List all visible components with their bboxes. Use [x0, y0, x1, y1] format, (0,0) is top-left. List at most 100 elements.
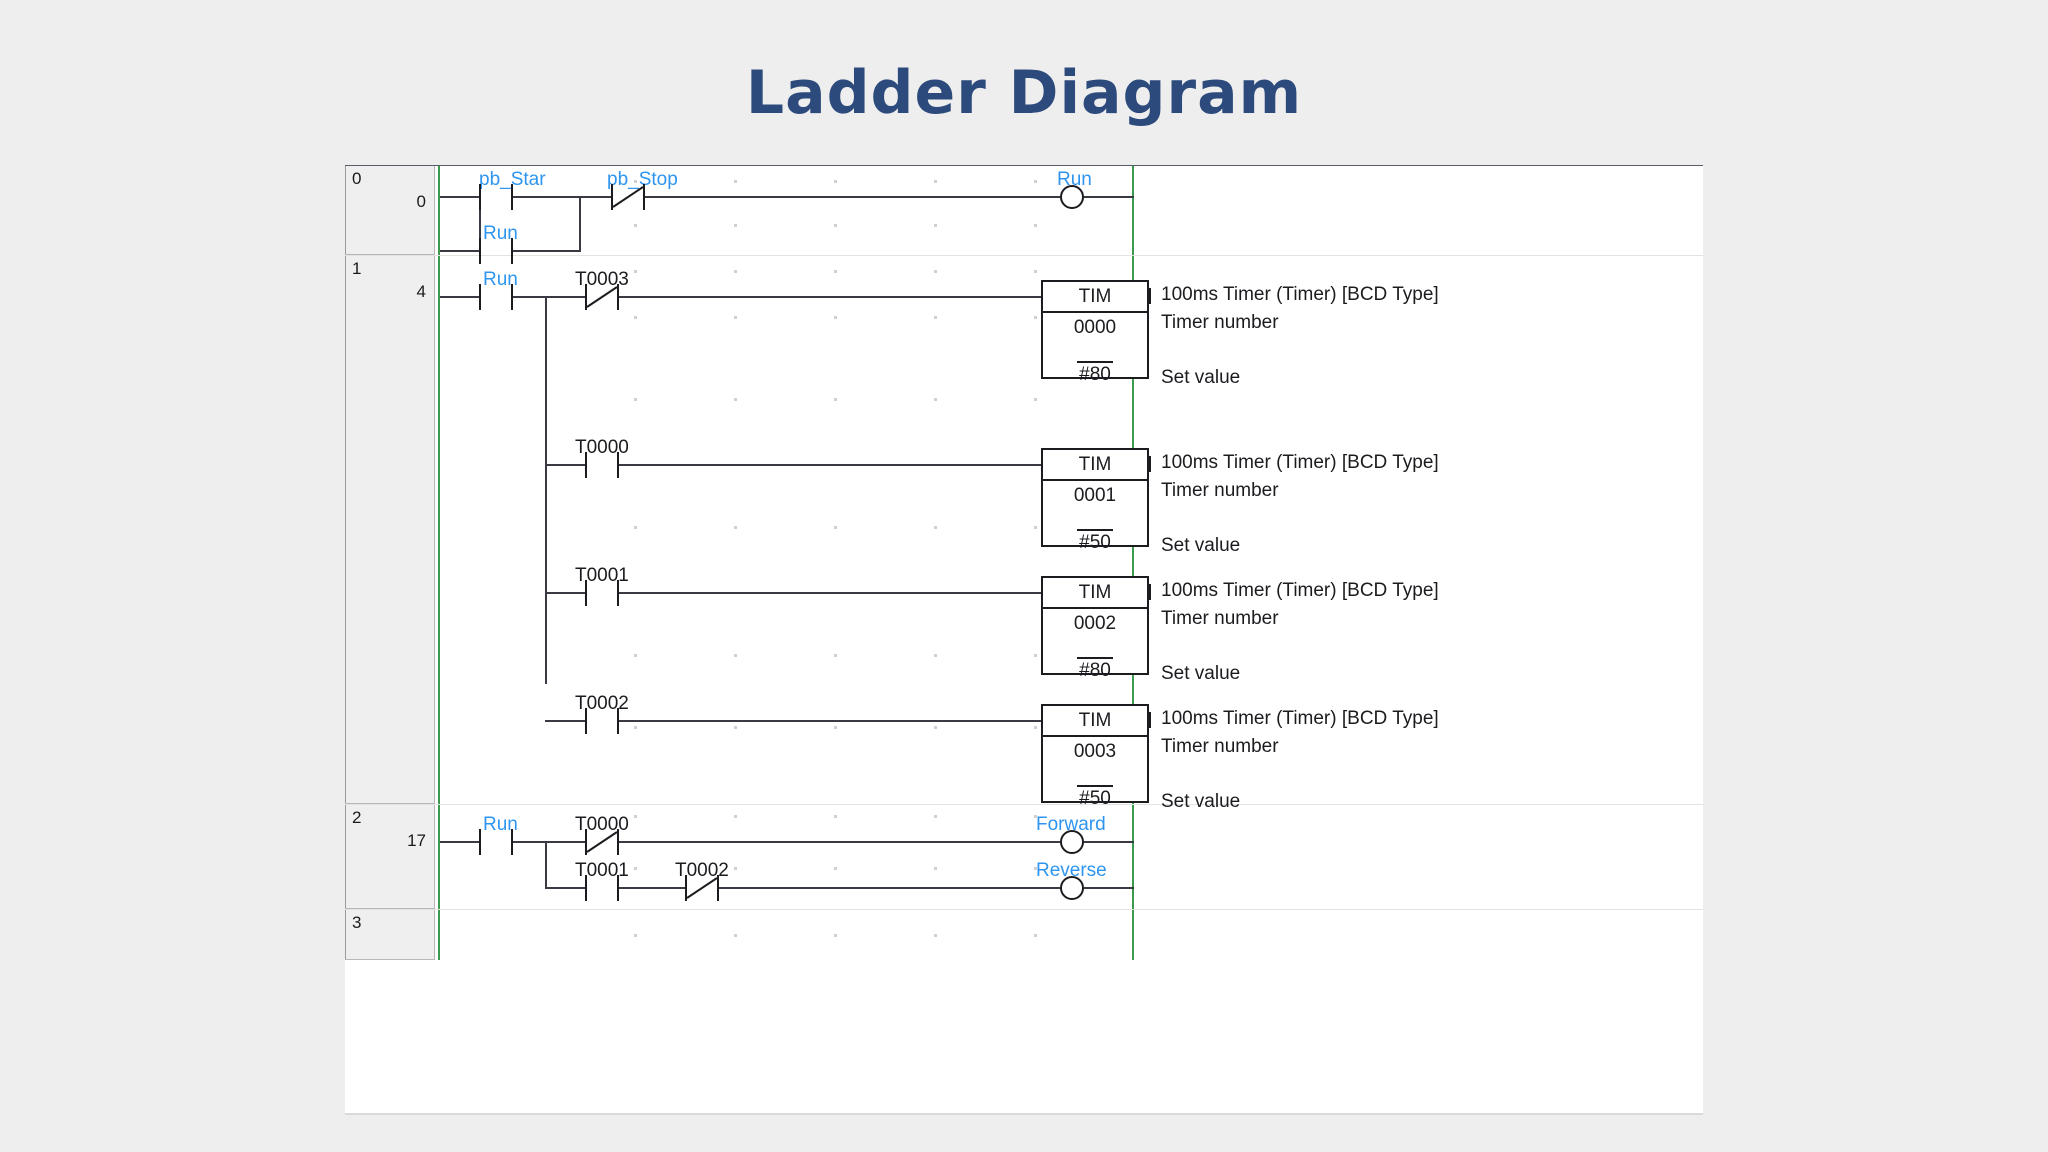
grid-dot: [634, 224, 637, 227]
coil-label: Reverse: [1036, 860, 1107, 881]
grid-dot: [634, 654, 637, 657]
instruction-name: TIM: [1043, 450, 1147, 481]
wire-segment: [513, 841, 547, 843]
instruction-operand-timer-number: 0000: [1073, 317, 1117, 338]
contact-no-run[interactable]: [479, 829, 513, 855]
contact-nc-t0003[interactable]: [585, 284, 619, 310]
left-power-rail: [438, 910, 440, 960]
grid-dot: [834, 224, 837, 227]
wire-segment: [513, 296, 547, 298]
instruction-annotation-line2: Timer number: [1161, 736, 1279, 757]
instruction-operand-timer-number: 0001: [1073, 485, 1117, 506]
instruction-block-tim-0001[interactable]: TIM 0001 #50: [1041, 448, 1149, 553]
grid-dot: [934, 815, 937, 818]
grid-dot: [834, 180, 837, 183]
grid-dot: [1034, 180, 1037, 183]
grid-dot: [734, 270, 737, 273]
grid-dot: [834, 316, 837, 319]
grid-dot: [634, 316, 637, 319]
rung-number: 0: [352, 169, 362, 188]
grid-dot: [734, 867, 737, 870]
grid-dot: [834, 867, 837, 870]
instruction-annotation-line1: 100ms Timer (Timer) [BCD Type]: [1161, 708, 1439, 729]
contact-no-t0000[interactable]: [585, 452, 619, 478]
coil-run[interactable]: [1060, 185, 1084, 209]
grid-dot: [734, 316, 737, 319]
instruction-block-tim-0003[interactable]: TIM 0003 #50: [1041, 704, 1149, 809]
wire-segment: [1084, 196, 1134, 198]
wire-segment: [719, 887, 1060, 889]
instruction-annotation-line3: Set value: [1161, 535, 1241, 556]
instruction-operand-timer-number: 0002: [1073, 613, 1117, 634]
contact-nc-t0000[interactable]: [585, 829, 619, 855]
contact-label: pb_Star: [479, 169, 546, 190]
contact-label: T0000: [575, 437, 629, 458]
grid-dot: [934, 654, 937, 657]
grid-dot: [934, 316, 937, 319]
grid-dot: [934, 726, 937, 729]
rung-number: 2: [352, 808, 362, 827]
contact-no-run[interactable]: [479, 284, 513, 310]
instruction-operand-set-value: #80: [1043, 657, 1147, 682]
wire-segment: [581, 196, 611, 198]
instruction-output-stub: [1149, 288, 1151, 304]
grid-dot: [734, 398, 737, 401]
wire-segment: [619, 464, 1041, 466]
instruction-annotation-line2: Timer number: [1161, 608, 1279, 629]
grid-dot: [1034, 224, 1037, 227]
coil-forward[interactable]: [1060, 830, 1084, 854]
ladder-rung-1[interactable]: 1 4: [345, 256, 1703, 811]
grid-dot: [734, 654, 737, 657]
grid-dot: [734, 180, 737, 183]
rung-number: 1: [352, 259, 362, 278]
instruction-output-stub: [1149, 456, 1151, 472]
step-number: 17: [407, 831, 426, 850]
ladder-rung-0[interactable]: 0 0 pb_Star Run: [345, 166, 1703, 264]
instruction-annotation-line2: Timer number: [1161, 312, 1279, 333]
coil-reverse[interactable]: [1060, 876, 1084, 900]
wire-segment: [513, 250, 581, 252]
ladder-rung-2[interactable]: 2 17 Run T0000: [345, 805, 1703, 910]
grid-dot: [934, 398, 937, 401]
step-number: 4: [416, 282, 426, 301]
instruction-block-tim-0002[interactable]: TIM 0002 #80: [1041, 576, 1149, 681]
contact-no-t0001[interactable]: [585, 875, 619, 901]
wire-segment: [619, 592, 1041, 594]
rung-header-1: 1 4: [345, 256, 435, 804]
grid-dot: [1034, 726, 1037, 729]
contact-nc-t0002[interactable]: [685, 875, 719, 901]
page-title: Ladder Diagram: [745, 58, 1303, 128]
instruction-annotation-line2: Timer number: [1161, 480, 1279, 501]
rung-header-2: 2 17: [345, 805, 435, 909]
grid-dot: [1034, 270, 1037, 273]
grid-dot: [1034, 526, 1037, 529]
contact-label: T0002: [575, 693, 629, 714]
wire-segment: [1084, 841, 1134, 843]
wire-segment: [440, 841, 479, 843]
grid-dot: [634, 398, 637, 401]
instruction-block-tim-0000[interactable]: TIM 0000 #80: [1041, 280, 1149, 385]
contact-no-t0002[interactable]: [585, 708, 619, 734]
contact-label: T0000: [575, 814, 629, 835]
ladder-rung-3[interactable]: 3: [345, 910, 1703, 960]
grid-dot: [934, 867, 937, 870]
contact-no-run[interactable]: [479, 238, 513, 264]
coil-label: Forward: [1036, 814, 1106, 835]
grid-dot: [934, 180, 937, 183]
contact-label: T0001: [575, 860, 629, 881]
wire-segment: [619, 720, 1041, 722]
instruction-name: TIM: [1043, 578, 1147, 609]
contact-no-pb-star[interactable]: [479, 184, 513, 210]
grid-dot: [1034, 867, 1037, 870]
wire-segment: [440, 196, 479, 198]
grid-dot: [634, 180, 637, 183]
grid-dot: [634, 726, 637, 729]
instruction-name: TIM: [1043, 706, 1147, 737]
contact-no-t0001[interactable]: [585, 580, 619, 606]
ladder-diagram-canvas[interactable]: 0 0 pb_Star Run: [345, 165, 1703, 1115]
wire-segment: [619, 296, 1041, 298]
rung-number: 3: [352, 913, 362, 932]
contact-nc-pb-stop[interactable]: [611, 184, 645, 210]
grid-dot: [634, 526, 637, 529]
wire-segment: [1084, 887, 1134, 889]
